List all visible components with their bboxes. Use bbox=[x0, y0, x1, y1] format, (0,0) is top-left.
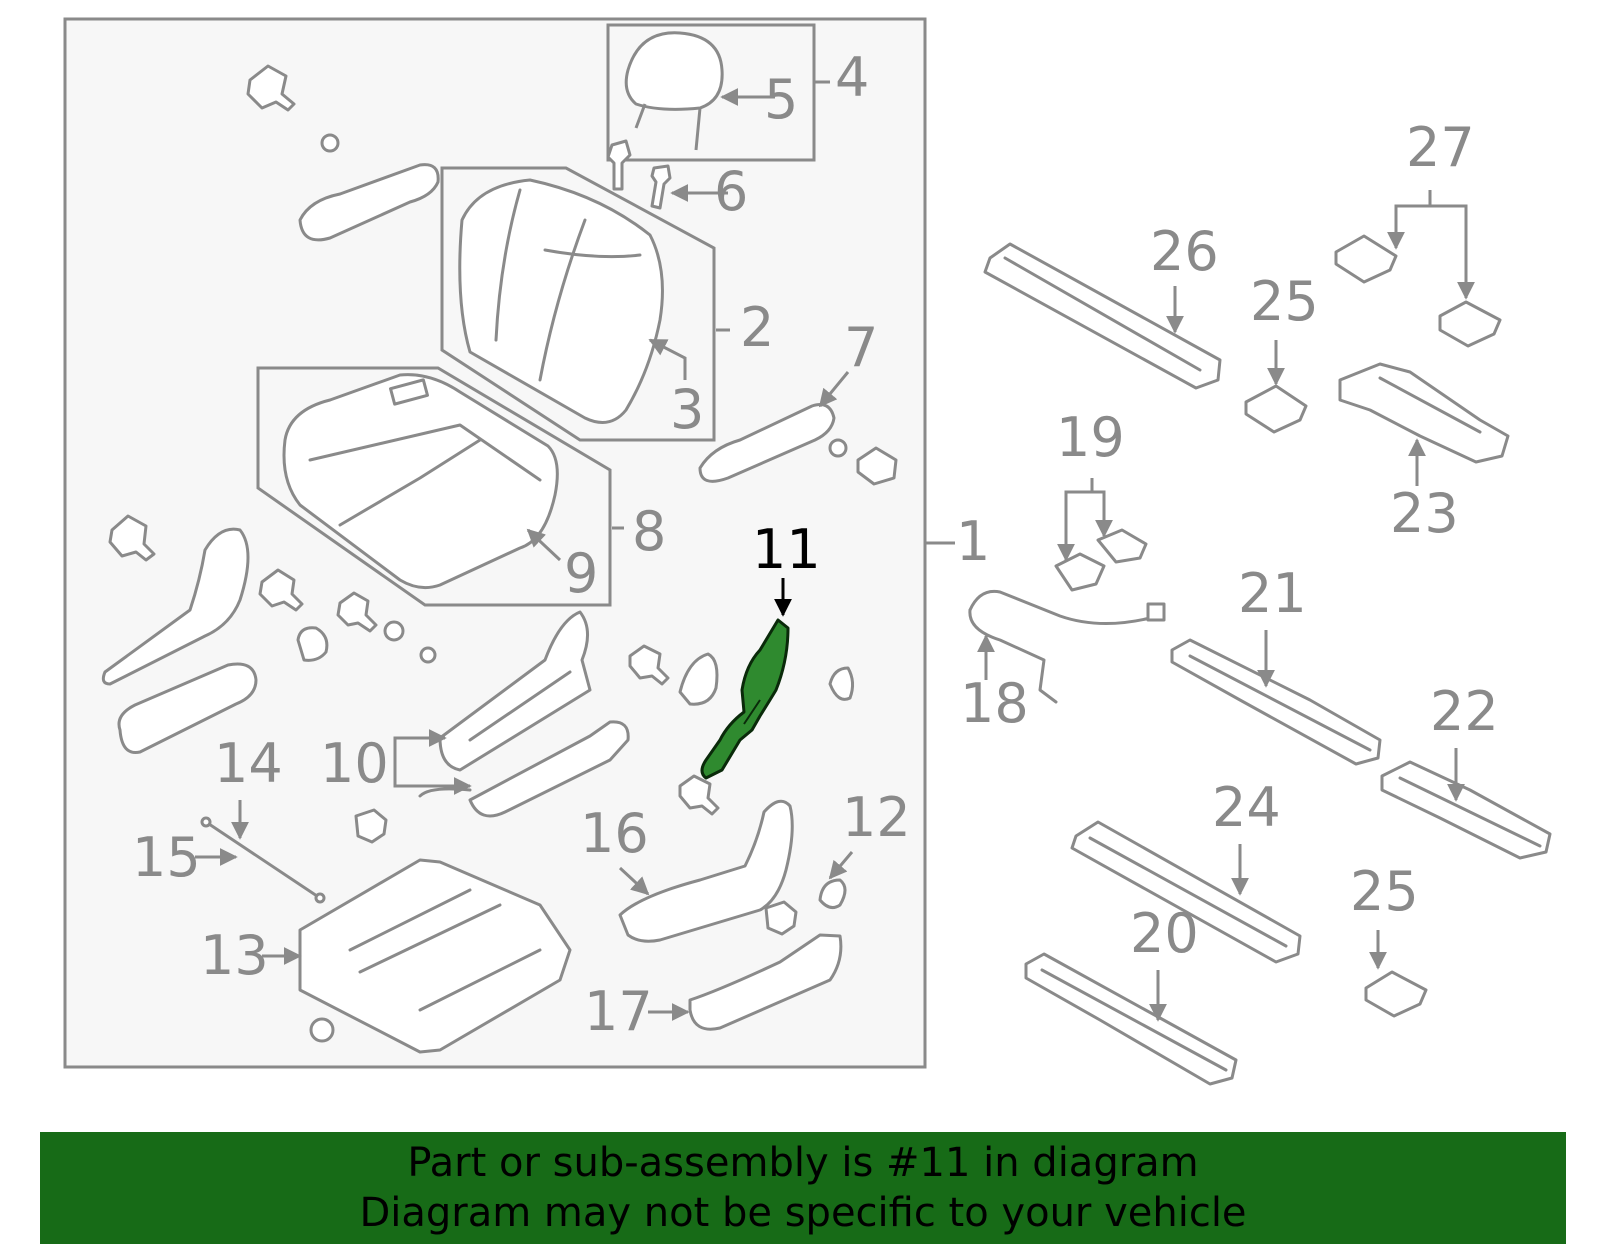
seat-frame-part bbox=[200, 816, 572, 1054]
banner-line-2: Diagram may not be specific to your vehi… bbox=[359, 1190, 1247, 1236]
rail-20-part bbox=[1024, 952, 1238, 1086]
label-3: 3 bbox=[670, 378, 704, 441]
label-22: 22 bbox=[1430, 680, 1499, 743]
track-cover-24-part bbox=[1070, 820, 1302, 964]
label-16: 16 bbox=[580, 802, 649, 865]
label-23: 23 bbox=[1390, 482, 1459, 545]
part-11-highlighted bbox=[700, 618, 790, 780]
headrest-group-box bbox=[606, 23, 816, 162]
label-19: 19 bbox=[1056, 406, 1125, 469]
label-7: 7 bbox=[844, 316, 878, 379]
label-25-bottom: 25 bbox=[1350, 860, 1419, 923]
cushion-group-box bbox=[256, 366, 612, 607]
label-24: 24 bbox=[1212, 776, 1281, 839]
rail-22-part bbox=[1380, 760, 1552, 860]
seatback-cover-part bbox=[458, 178, 664, 424]
label-18: 18 bbox=[960, 672, 1029, 735]
label-8: 8 bbox=[632, 500, 666, 563]
rail-21-part bbox=[1170, 638, 1382, 766]
info-banner: Part or sub-assembly is #11 in diagram D… bbox=[40, 1132, 1566, 1244]
label-14: 14 bbox=[214, 732, 283, 795]
label-6: 6 bbox=[714, 160, 748, 223]
label-1: 1 bbox=[956, 510, 990, 573]
side-shield-left-part bbox=[101, 514, 437, 755]
label-25-top: 25 bbox=[1250, 270, 1319, 333]
label-13: 13 bbox=[200, 924, 269, 987]
label-2: 2 bbox=[740, 296, 774, 359]
small-brackets-part bbox=[309, 644, 855, 1043]
armrest-upper-part bbox=[246, 64, 440, 242]
label-11: 11 bbox=[752, 518, 821, 581]
seatback-group-box bbox=[440, 166, 716, 442]
label-21: 21 bbox=[1238, 562, 1307, 625]
bracket-23-part bbox=[1338, 362, 1510, 464]
label-15: 15 bbox=[132, 826, 201, 889]
label-4: 4 bbox=[835, 46, 869, 109]
label-26: 26 bbox=[1150, 220, 1219, 283]
clips-19-part bbox=[1054, 528, 1148, 592]
label-5: 5 bbox=[764, 68, 798, 131]
parts-diagram: 4 5 6 2 3 7 8 9 1 11 10 14 15 13 16 12 1… bbox=[63, 17, 1552, 1086]
label-20: 20 bbox=[1130, 902, 1199, 965]
headrest-guide-part bbox=[606, 139, 672, 210]
label-17: 17 bbox=[584, 980, 653, 1043]
lower-trim-parts bbox=[618, 799, 847, 1031]
seat-adjuster-part bbox=[418, 610, 630, 818]
banner-line-1: Part or sub-assembly is #11 in diagram bbox=[407, 1140, 1199, 1186]
cap-27-part bbox=[1334, 234, 1502, 348]
seat-cushion-part bbox=[282, 373, 559, 590]
armrest-right-part bbox=[698, 403, 898, 486]
headrest-part bbox=[624, 31, 724, 151]
label-27: 27 bbox=[1406, 116, 1475, 179]
track-cover-26-part bbox=[983, 242, 1222, 390]
label-12: 12 bbox=[842, 786, 911, 849]
cap-25-part bbox=[1244, 384, 1428, 1018]
label-10: 10 bbox=[320, 732, 389, 795]
wire-harness-18-part bbox=[968, 589, 1166, 704]
label-9: 9 bbox=[564, 542, 598, 605]
